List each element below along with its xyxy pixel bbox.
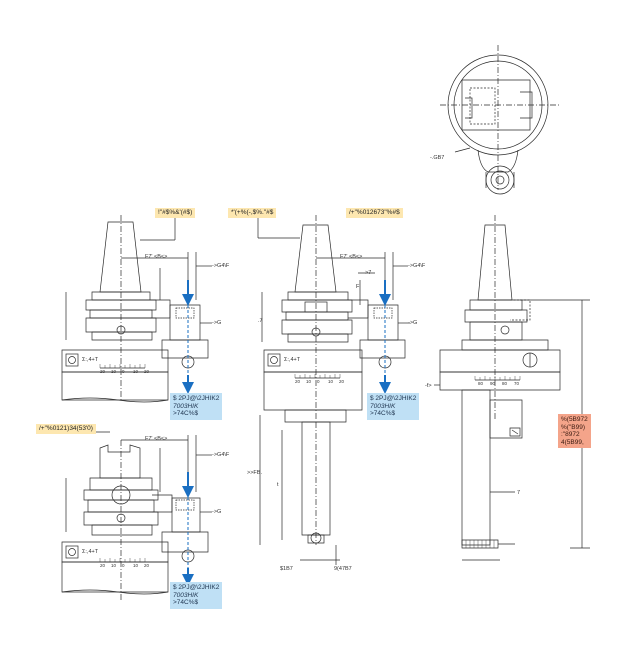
dim-g-1: ->G xyxy=(212,320,222,326)
label-tag-right-top: /+"%012673"%#$ xyxy=(346,208,403,218)
scale-label-2: Σ:,4+T xyxy=(284,357,301,363)
info-box-3-line-3: >74C%$ xyxy=(173,599,199,606)
scale-tick-a-0: 20 xyxy=(100,369,106,374)
blue-axis-markers xyxy=(182,280,391,586)
label-tag-left-bottom: /+"%0121)34(53'0) xyxy=(36,424,96,434)
info-box-3-line-1: $ 2PJ@\2JHIK2 xyxy=(173,584,220,591)
scale-tick-d-0: 80 xyxy=(478,381,484,386)
scale-tick-a-1: 10 xyxy=(111,369,117,374)
scale-tick-d-1: 90 xyxy=(490,381,496,386)
dim-g4f-3: ->G4\F xyxy=(212,452,230,458)
scale-tick-a-2: 0 xyxy=(122,369,125,374)
scale-tick-b-0: 20 xyxy=(295,379,301,384)
dim-7-right: 7 xyxy=(517,490,521,496)
scale-tick-a-3: 10 xyxy=(133,369,139,374)
scale-tick-d-3: 70 xyxy=(514,381,520,386)
dim-7-mid: >7 xyxy=(365,270,372,276)
scale-tick-c-0: 20 xyxy=(100,563,106,568)
scale-tick-c-2: 0 xyxy=(122,563,125,568)
info-box-1-line-3: >74C%$ xyxy=(173,410,199,417)
dim-947b7: 9(47B7 xyxy=(334,566,352,572)
dim-fb-2: F7' <B<> xyxy=(340,254,363,260)
scale-tick-b-4: 20 xyxy=(339,379,345,384)
dim-fb: >>FB. xyxy=(247,470,262,476)
dim-fb-3: F7' <B<> xyxy=(145,436,168,442)
dim-g4f-2: ->G4\F xyxy=(408,263,426,269)
dim-g-3: ->G xyxy=(212,509,222,515)
dim-g-2: ->G xyxy=(408,320,418,326)
dim-t: t xyxy=(277,482,279,488)
info-box-1-line-2: 7003HIK xyxy=(173,402,199,410)
info-box-red-line-4: 4(5B99, xyxy=(561,438,584,446)
label-tag-mid-top: *'(+%(-,$%."#$ xyxy=(228,208,277,218)
scale-label-3: Σ:,4+T xyxy=(82,549,99,555)
dim-f-right: -f> xyxy=(425,383,432,389)
dim-top-view: -.GB7 xyxy=(430,155,445,161)
scale-label-1: Σ:,4+T xyxy=(82,357,99,363)
dim-f-mid: F xyxy=(356,284,360,290)
middle-assembly xyxy=(257,215,410,565)
scale-tick-d-2: 80 xyxy=(502,381,508,386)
left-top-assembly xyxy=(61,212,212,403)
info-box-red-line-2: %("B99) xyxy=(561,423,585,431)
info-box-3-line-2: 7003HIK xyxy=(173,591,199,599)
top-end-view xyxy=(440,45,560,195)
dim-7-left: .7 xyxy=(258,318,263,324)
info-box-2-line-3: >74C%$ xyxy=(370,410,396,417)
scale-tick-c-3: 10 xyxy=(133,563,139,568)
info-box-1: $ 2PJ@\2JHIK2 7003HIK >74C%$ xyxy=(170,393,223,420)
dim-g4f-1: ->G4\F xyxy=(212,263,230,269)
info-box-red-line-1: %(5B972 xyxy=(561,416,588,423)
label-tag-left-top: !"#$%&'(#$) xyxy=(155,208,196,218)
scale-tick-a-4: 20 xyxy=(144,369,150,374)
info-box-2-line-1: $ 2PJ@\2JHIK2 xyxy=(370,395,417,402)
scale-tick-c-4: 20 xyxy=(144,563,150,568)
info-box-red-line-3: :"8972 xyxy=(561,431,580,438)
dim-sib7: $1B7 xyxy=(280,566,293,572)
info-box-2-line-2: 7003HIK xyxy=(370,402,396,410)
scale-tick-b-3: 10 xyxy=(328,379,334,384)
dim-fb-1: F7' <B<> xyxy=(145,254,168,260)
scale-tick-c-1: 10 xyxy=(111,563,117,568)
info-box-1-line-1: $ 2PJ@\2JHIK2 xyxy=(173,395,220,402)
info-box-3: $ 2PJ@\2JHIK2 7003HIK >74C%$ xyxy=(170,582,223,609)
scale-tick-b-1: 10 xyxy=(306,379,312,384)
left-bottom-assembly xyxy=(60,431,212,600)
scale-tick-b-2: 0 xyxy=(317,379,320,384)
info-box-2: $ 2PJ@\2JHIK2 7003HIK >74C%$ xyxy=(367,393,420,420)
info-box-red: %(5B972 %("B99) :"8972 4(5B99, xyxy=(558,414,591,448)
right-side-assembly xyxy=(434,215,590,561)
